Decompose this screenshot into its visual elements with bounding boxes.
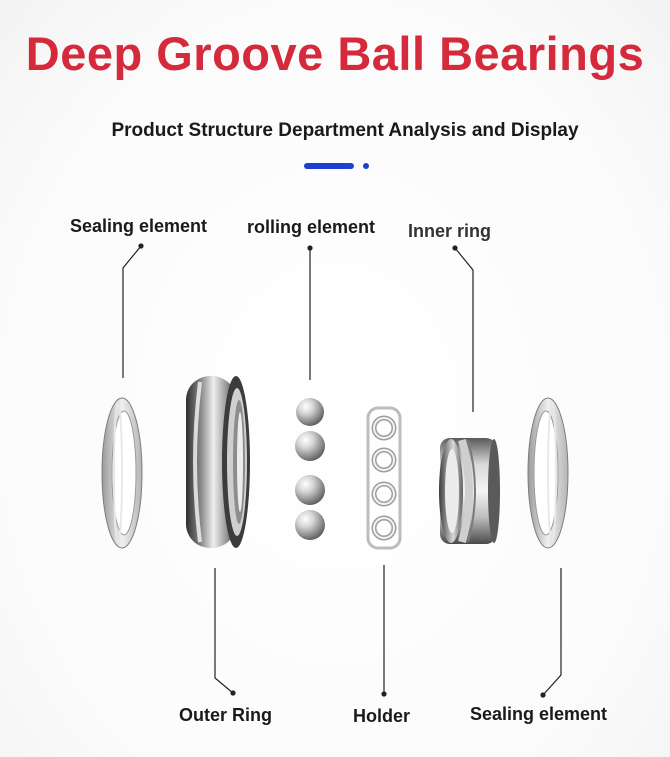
rolling-elements xyxy=(295,398,325,540)
leader-dots xyxy=(138,243,546,698)
accent-bar xyxy=(304,163,354,169)
inner-ring xyxy=(439,438,500,544)
label-sealing-element-top: Sealing element xyxy=(70,216,208,236)
label-outer-ring: Outer Ring xyxy=(179,705,272,725)
leader-inner xyxy=(454,247,474,412)
leader-outer xyxy=(214,568,234,694)
outer-ring xyxy=(186,376,250,548)
label-holder: Holder xyxy=(353,706,411,726)
page-title: Deep Groove Ball Bearings xyxy=(25,27,645,80)
leader-sealing-top xyxy=(122,245,142,378)
holder-cage xyxy=(366,406,402,550)
page-subtitle: Product Structure Department Analysis an… xyxy=(111,120,579,141)
leader-sealing-bottom xyxy=(542,568,562,696)
accent-dot xyxy=(363,163,369,169)
label-rolling-element: rolling element xyxy=(247,217,376,237)
label-inner-ring: Inner ring xyxy=(408,221,492,241)
sealing-element-right xyxy=(527,397,569,549)
sealing-element-left xyxy=(101,397,143,549)
label-sealing-element-bottom: Sealing element xyxy=(470,704,608,724)
leader-lines xyxy=(122,245,562,696)
